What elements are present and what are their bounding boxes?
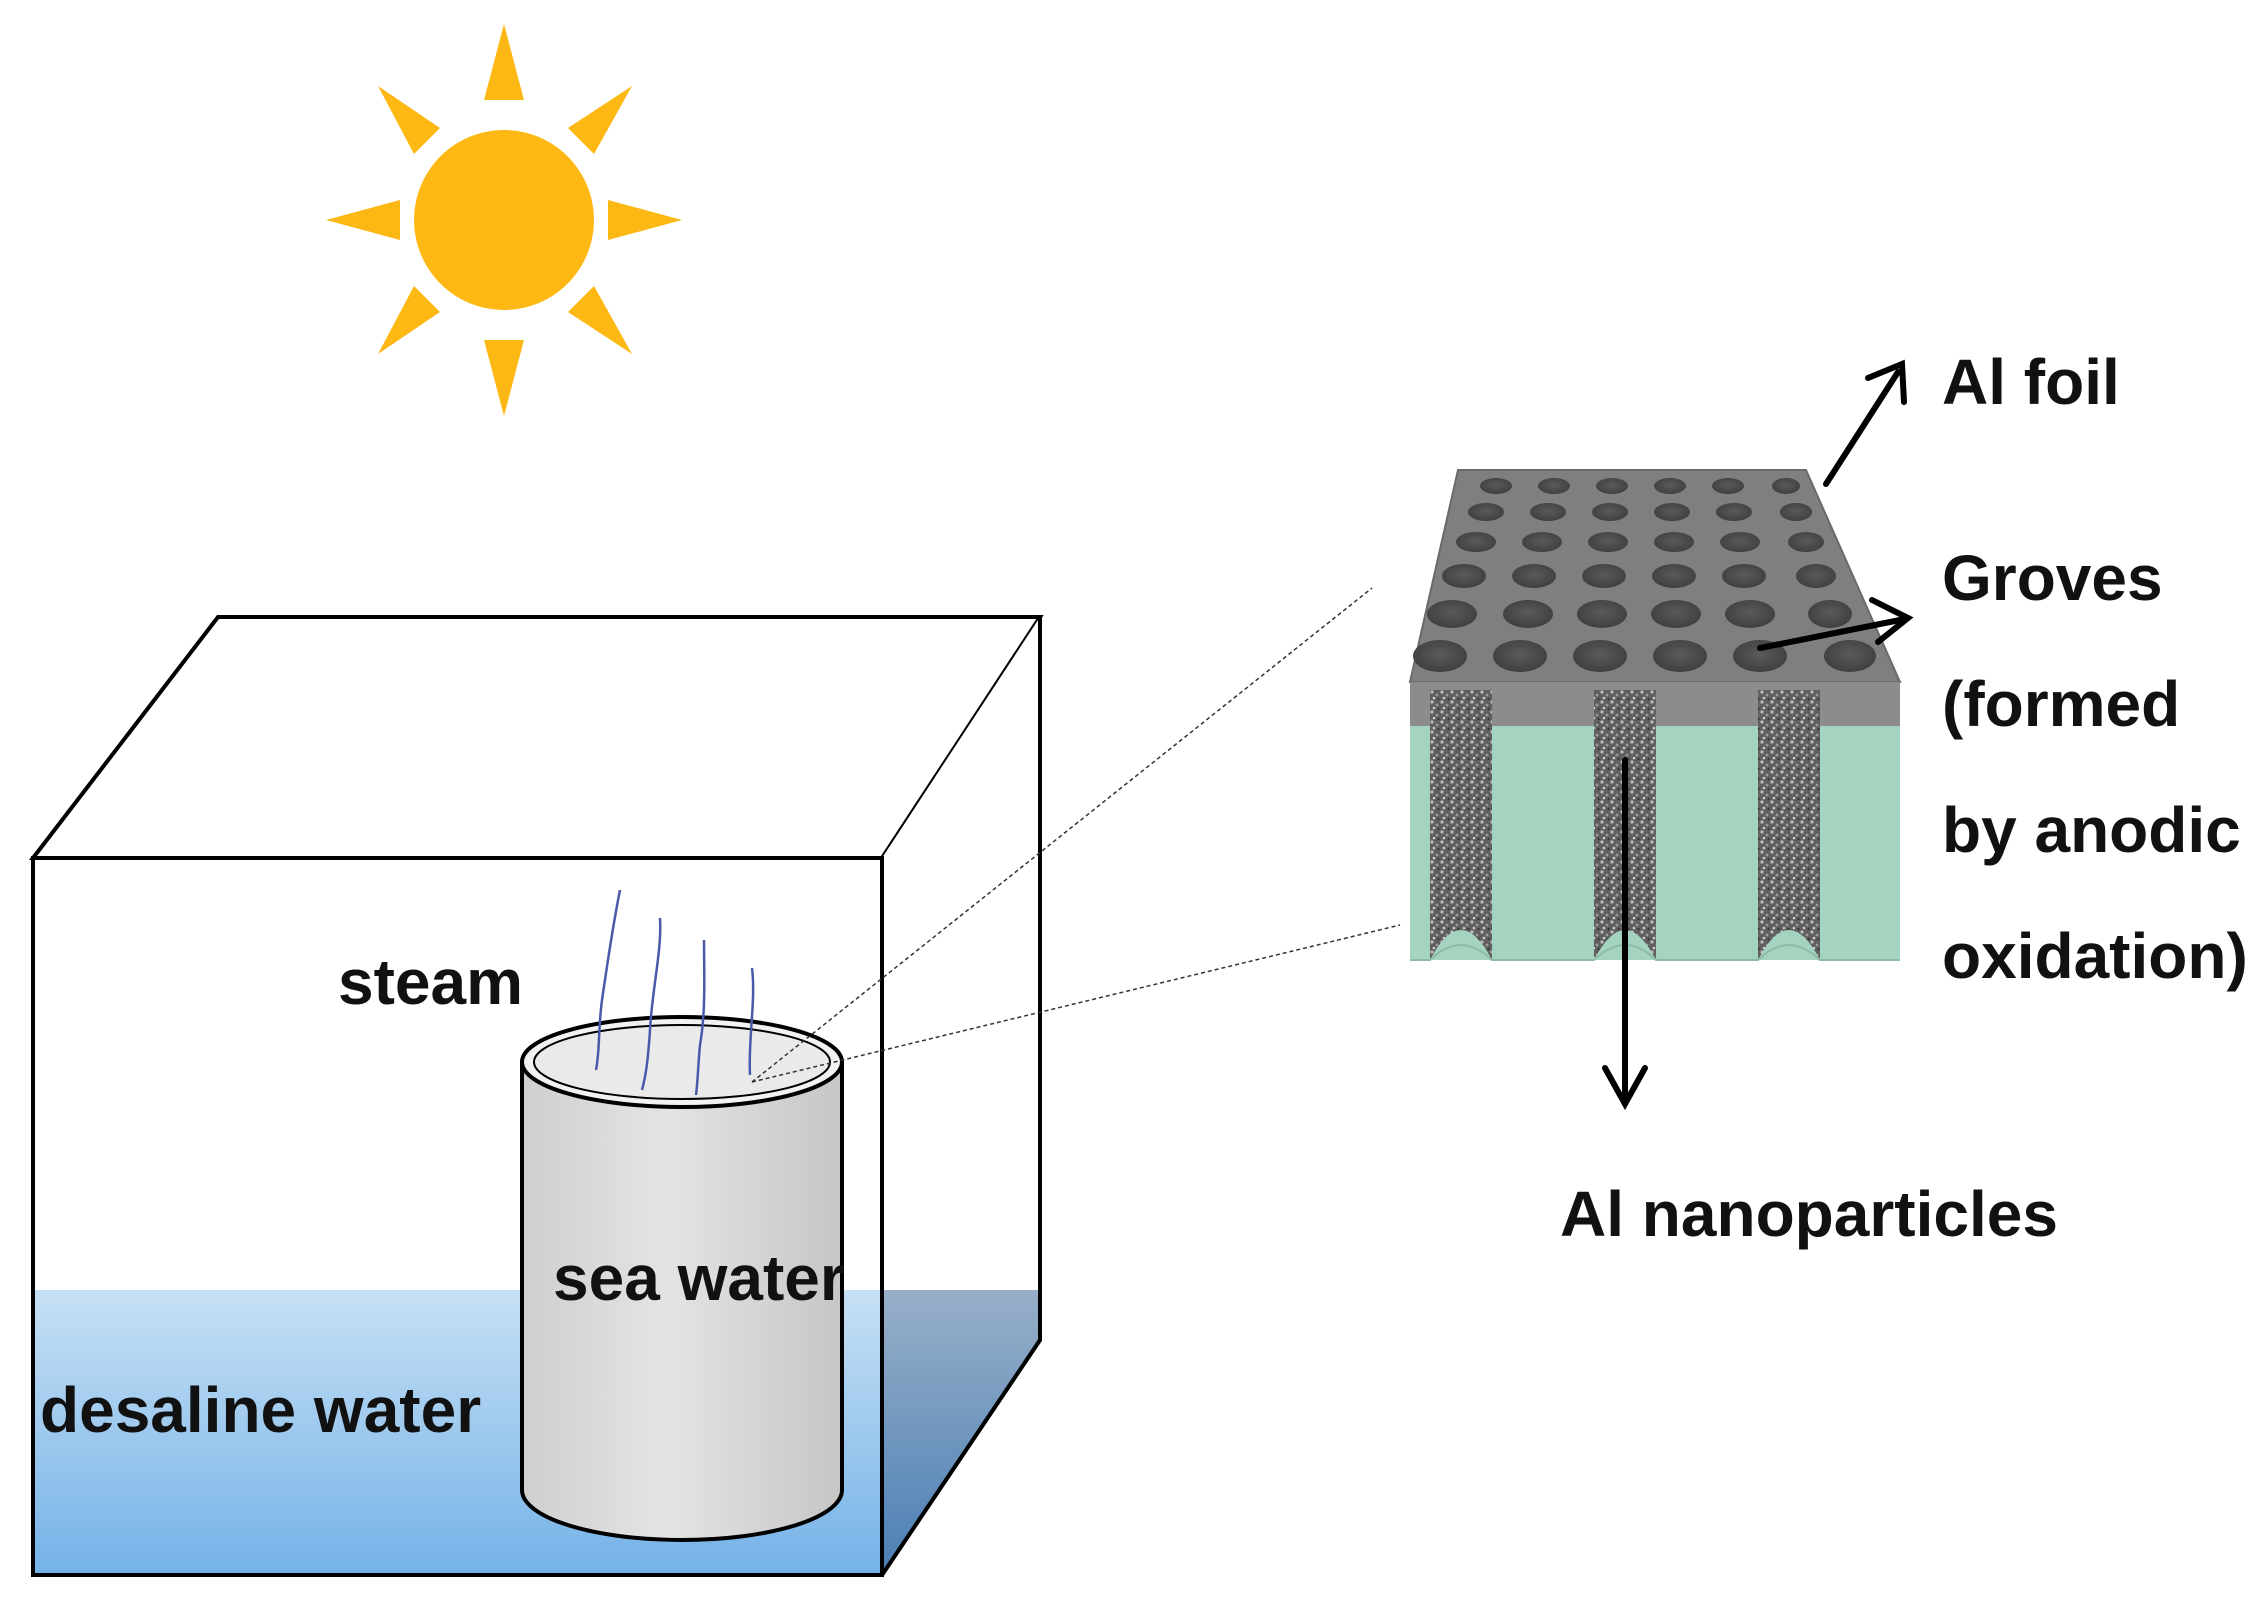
groves-label-line3: by anodic — [1942, 794, 2241, 866]
foil-holes — [1413, 478, 1876, 672]
al-nanoparticles-label: Al nanoparticles — [1560, 1178, 2058, 1250]
al-foil-label: Al foil — [1942, 346, 2120, 418]
grooves — [1430, 690, 1820, 960]
desaline-water-label: desaline water — [40, 1374, 481, 1446]
groves-label-line4: oxidation) — [1942, 920, 2248, 992]
steam-wisps — [594, 889, 755, 1096]
zoom-lines — [751, 587, 1401, 1083]
side-water — [884, 1290, 1038, 1573]
groves-label-line2: (formed — [1942, 668, 2180, 740]
groves-label-line1: Groves — [1942, 542, 2163, 614]
sea-water-container — [520, 1015, 844, 1542]
sun-icon — [326, 24, 682, 416]
steam-label: steam — [338, 946, 523, 1018]
sea-water-label: sea water — [553, 1242, 845, 1314]
arrows — [1602, 359, 1914, 1111]
al-foil-block — [1408, 469, 1902, 961]
